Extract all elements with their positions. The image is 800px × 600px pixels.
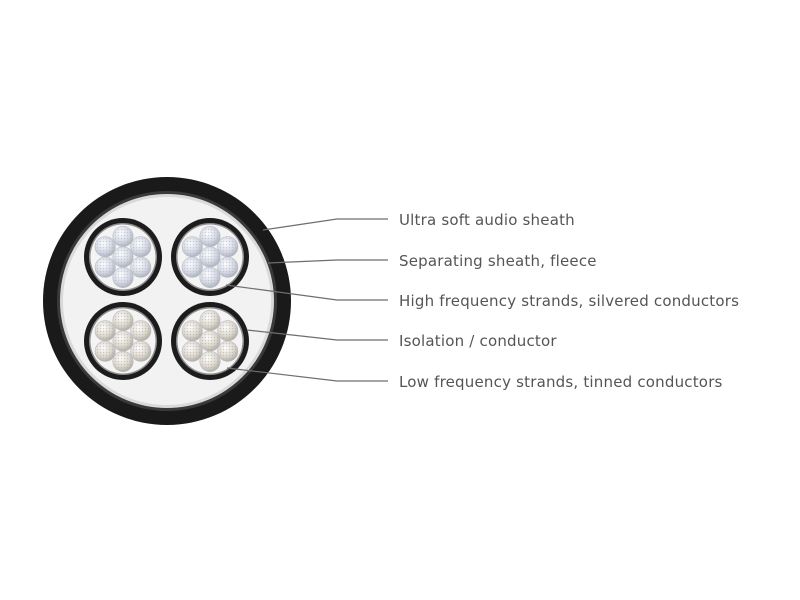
strand-texture — [113, 227, 133, 246]
strand-texture — [96, 237, 115, 256]
strand-texture — [200, 311, 220, 330]
strand-texture — [96, 258, 115, 277]
strand-texture — [131, 258, 150, 277]
strand-texture — [96, 342, 115, 361]
cable-body — [43, 177, 291, 425]
leader-line-high-frequency-strands — [225, 284, 388, 301]
strand-texture — [200, 227, 220, 246]
strand-texture — [183, 342, 202, 361]
label-ultra-soft-audio-sheath: Ultra soft audio sheath — [399, 211, 575, 229]
strand-texture — [200, 247, 220, 267]
low-frequency-conductor-1 — [84, 302, 162, 380]
leader-line-separating-sheath-fleece — [267, 259, 388, 264]
callout-labels: Ultra soft audio sheath Separating sheat… — [399, 211, 739, 391]
strand-texture — [218, 321, 237, 340]
label-low-frequency-strands: Low frequency strands, tinned conductors — [399, 373, 723, 391]
strand-texture — [200, 268, 220, 287]
strand-texture — [113, 268, 133, 287]
strand-texture — [218, 342, 237, 361]
strand-texture — [131, 321, 150, 340]
strand-texture — [113, 311, 133, 330]
leader-line-ultra-soft-audio-sheath — [262, 218, 388, 231]
strand-texture — [113, 331, 133, 351]
conductors — [84, 218, 249, 380]
high-frequency-conductor-2 — [171, 218, 249, 296]
strand-texture — [200, 331, 220, 351]
strand-texture — [113, 247, 133, 267]
strand-texture — [200, 352, 220, 371]
strand-texture — [218, 237, 237, 256]
low-frequency-conductor-2 — [171, 302, 249, 380]
strand-texture — [183, 321, 202, 340]
strand-texture — [96, 321, 115, 340]
fleece-fill — [63, 197, 271, 405]
high-frequency-conductor-1 — [84, 218, 162, 296]
label-separating-sheath-fleece: Separating sheath, fleece — [399, 252, 597, 270]
strand-texture — [131, 342, 150, 361]
strand-texture — [218, 258, 237, 277]
label-isolation-conductor: Isolation / conductor — [399, 332, 557, 350]
leader-line-isolation-conductor — [246, 329, 388, 341]
leader-line-low-frequency-strands — [226, 367, 388, 382]
leader-lines — [225, 218, 388, 382]
strand-texture — [113, 352, 133, 371]
strand-texture — [183, 237, 202, 256]
label-high-frequency-strands: High frequency strands, silvered conduct… — [399, 292, 739, 310]
strand-texture — [183, 258, 202, 277]
strand-texture — [131, 237, 150, 256]
